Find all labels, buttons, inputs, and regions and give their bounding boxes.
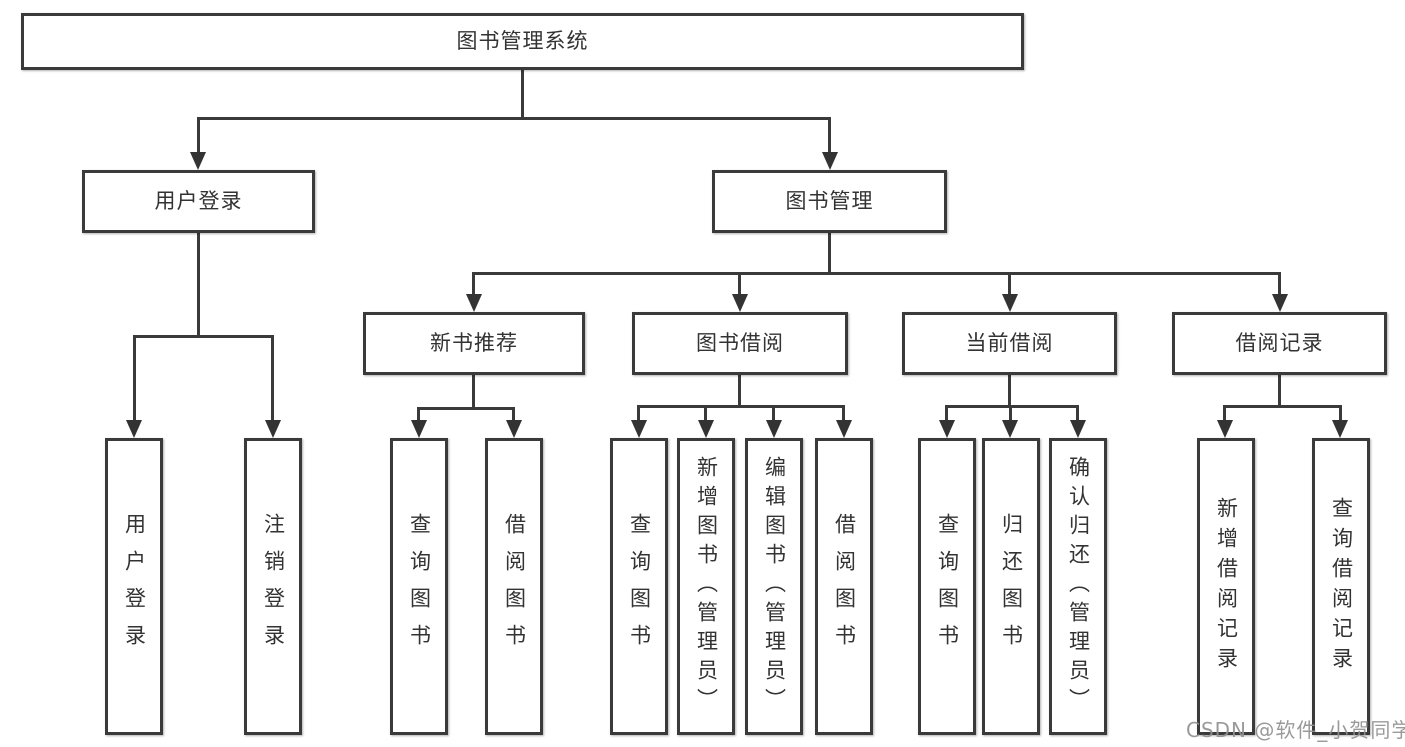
arrowhead-down — [506, 420, 522, 438]
connector-vline — [1223, 405, 1226, 422]
connector-vline — [828, 233, 831, 275]
connector-hline — [945, 405, 1079, 408]
connector-vline — [1076, 405, 1079, 422]
arrowhead-down — [1002, 294, 1018, 312]
node-book-borrow: 图书借阅 — [632, 312, 848, 375]
arrowhead-down — [1070, 420, 1086, 438]
leaf-confirm-return-admin: 确认归还（管理员） — [1049, 438, 1107, 735]
arrowhead-down — [766, 420, 782, 438]
connector-hline — [637, 405, 845, 408]
connector-hline — [1223, 405, 1341, 408]
connector-hline — [472, 272, 1281, 275]
node-current-borrow: 当前借阅 — [902, 312, 1117, 375]
connector-vline — [704, 405, 707, 422]
connector-vline — [738, 375, 741, 408]
connector-vline — [197, 233, 200, 338]
leaf-edit-books-admin: 编辑图书（管理员） — [745, 438, 803, 735]
connector-vline — [945, 405, 948, 422]
leaf-query-books-recommend: 查询图书 — [390, 438, 448, 735]
arrowhead-down — [1002, 420, 1018, 438]
leaf-logout: 注销登录 — [244, 438, 302, 735]
node-new-book-recommend: 新书推荐 — [363, 312, 585, 375]
arrowhead-down — [126, 420, 142, 438]
connector-vline — [1339, 405, 1342, 422]
connector-hline — [417, 407, 515, 410]
connector-vline — [271, 335, 274, 424]
connector-vline — [738, 272, 741, 298]
connector-vline — [772, 405, 775, 422]
connector-vline — [1278, 375, 1281, 408]
arrowhead-down — [190, 152, 206, 170]
leaf-query-books-current: 查询图书 — [918, 438, 976, 735]
connector-vline — [842, 405, 845, 422]
arrowhead-down — [939, 420, 955, 438]
connector-vline — [472, 375, 475, 410]
arrowhead-down — [822, 152, 838, 170]
arrowhead-down — [466, 294, 482, 312]
arrowhead-down — [265, 420, 281, 438]
connector-vline — [417, 407, 420, 422]
node-book-management: 图书管理 — [712, 170, 947, 233]
arrowhead-down — [1217, 420, 1233, 438]
arrowhead-down — [732, 294, 748, 312]
connector-vline — [521, 70, 524, 120]
node-user-login: 用户登录 — [82, 170, 315, 233]
arrowhead-down — [631, 420, 647, 438]
leaf-return-books: 归还图书 — [982, 438, 1040, 735]
connector-vline — [472, 272, 475, 298]
connector-vline — [637, 405, 640, 422]
connector-vline — [197, 117, 200, 156]
connector-vline — [133, 335, 136, 424]
leaf-add-books-admin: 新增图书（管理员） — [677, 438, 735, 735]
connector-vline — [512, 407, 515, 422]
arrowhead-down — [1332, 420, 1348, 438]
arrowhead-down — [1272, 294, 1288, 312]
arrowhead-down — [698, 420, 714, 438]
connector-vline — [1008, 375, 1011, 408]
leaf-user-login: 用户登录 — [105, 438, 163, 735]
connector-hline — [197, 117, 831, 120]
leaf-query-books-borrow: 查询图书 — [610, 438, 668, 735]
node-borrow-record: 借阅记录 — [1172, 312, 1387, 375]
connector-vline — [1009, 405, 1012, 422]
arrowhead-down — [411, 420, 427, 438]
arrowhead-down — [836, 420, 852, 438]
connector-vline — [828, 117, 831, 156]
connector-vline — [1008, 272, 1011, 298]
leaf-borrow-books: 借阅图书 — [815, 438, 873, 735]
watermark: CSDN @软件_小贺同学 — [1186, 718, 1405, 742]
leaf-query-borrow-record: 查询借阅记录 — [1312, 438, 1370, 735]
connector-hline — [133, 335, 273, 338]
node-root: 图书管理系统 — [21, 13, 1024, 70]
connector-vline — [1278, 272, 1281, 298]
leaf-add-borrow-record: 新增借阅记录 — [1197, 438, 1255, 735]
leaf-borrow-books-recommend: 借阅图书 — [485, 438, 543, 735]
